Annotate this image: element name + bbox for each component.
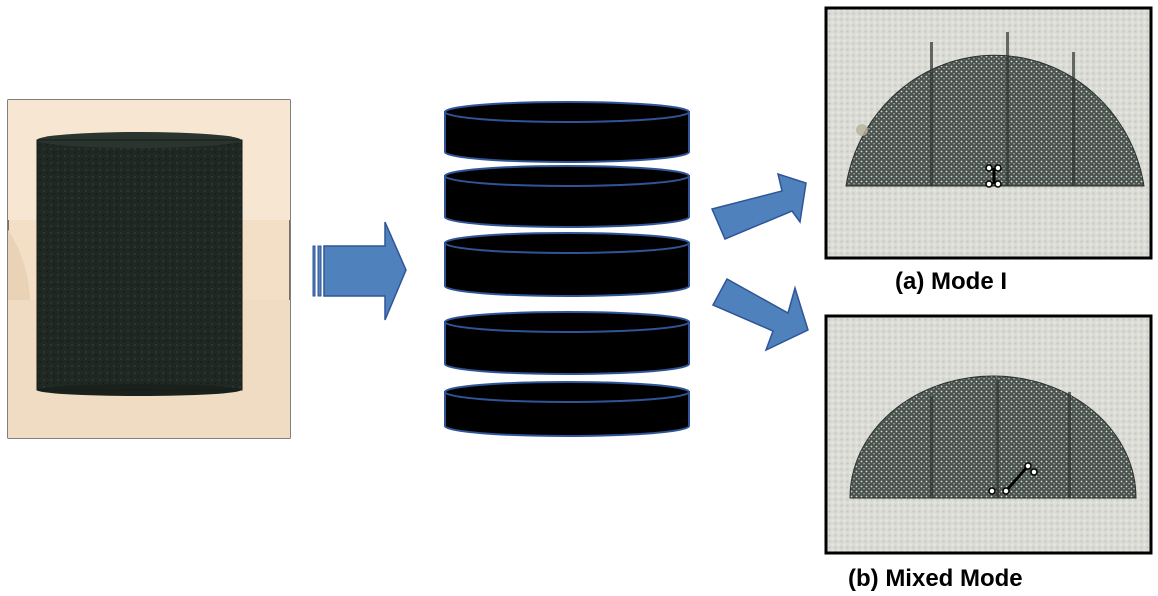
disc-slice — [444, 165, 690, 228]
arrow-down-right — [711, 277, 809, 352]
disc-slice — [444, 381, 690, 437]
mode-one-specimen-photo — [824, 6, 1153, 260]
mode-one-caption: (a) Mode I — [895, 268, 1007, 295]
arrow-up-right — [710, 172, 807, 240]
mixed-mode-caption: (b) Mixed Mode — [848, 565, 1023, 592]
disc-slice — [444, 232, 690, 297]
disc-slice — [444, 101, 690, 163]
block-arrow-right — [312, 221, 407, 321]
cylinder-specimen-photo — [7, 99, 291, 439]
disc-stack — [444, 101, 690, 437]
disc-slice — [444, 311, 690, 375]
mixed-mode-specimen-photo — [824, 314, 1153, 555]
